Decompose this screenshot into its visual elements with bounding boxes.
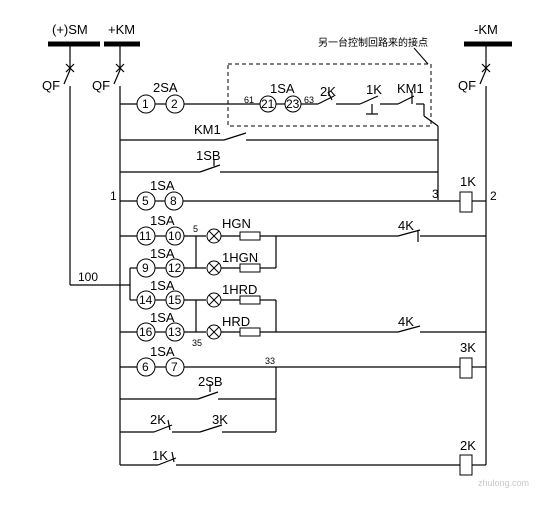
contact-1sb	[199, 164, 221, 173]
row-11-2k-3k: 2K 3K	[120, 412, 276, 433]
terminal-23-label: 23	[286, 97, 300, 111]
terminal-21-label: 21	[261, 97, 275, 111]
contact-4k-upper	[397, 229, 421, 237]
row-9-3k: 6 7 1SA 33 3K	[120, 340, 486, 432]
row-2-km1: KM1	[120, 115, 439, 200]
resistor-1hrd	[239, 295, 261, 305]
row-8-hrd: 16 13 1SA 35 HRD 4K	[120, 310, 486, 348]
switch-1sa-r5-label: 1SA	[150, 213, 175, 228]
breaker-qf-left1: QF	[42, 44, 75, 285]
node-63-label: 63	[304, 95, 314, 105]
breaker-qf-left2: QF	[92, 44, 125, 465]
contact-2sb	[197, 391, 219, 400]
coil-2k	[459, 454, 473, 476]
terminal-5-label: 5	[142, 194, 149, 208]
terminal-11-label: 11	[139, 229, 152, 243]
switch-1sa-inner-label: 1SA	[270, 81, 295, 96]
node-61-label: 61	[244, 95, 254, 105]
contact-3k	[199, 424, 223, 433]
node-35-label: 35	[192, 338, 202, 348]
contact-2k-inner-label: 2K	[320, 84, 336, 99]
resistor-1hgn	[239, 263, 261, 273]
row-5-hgn: 11 10 1SA 5 HGN 4K	[120, 213, 486, 246]
terminal-15-label: 15	[168, 293, 182, 307]
terminal-7-label: 7	[171, 360, 178, 374]
coil-2k-label: 2K	[460, 438, 476, 453]
node-1-label: 1	[110, 189, 117, 203]
switch-2sa-label: 2SA	[153, 80, 178, 95]
terminal-6-label: 6	[142, 360, 149, 374]
node-5-label: 5	[193, 224, 198, 234]
resistor-hrd	[239, 327, 261, 337]
contact-2k-label: 2K	[150, 412, 166, 427]
coil-3k	[459, 357, 473, 379]
switch-1sa-r6-label: 1SA	[150, 246, 175, 261]
bus-label-neg-km: -KM	[474, 22, 498, 37]
contact-1k-inner-label: 1K	[366, 82, 382, 97]
coil-1k	[459, 191, 473, 213]
switch-1sa-r8-label: 1SA	[150, 310, 175, 325]
lamp-1hgn-label: 1HGN	[222, 250, 258, 265]
contact-km1-inner	[397, 95, 415, 105]
switch-1sa-r9-label: 1SA	[150, 344, 175, 359]
resistor-hgn	[239, 231, 261, 241]
contact-4k-upper-label: 4K	[398, 218, 414, 233]
node-3-label: 3	[432, 187, 439, 201]
terminal-14-label: 14	[139, 293, 153, 307]
contact-1k-label: 1K	[152, 448, 168, 463]
row-6-1hgn: 9 12 1SA 1HGN 100	[70, 236, 277, 300]
coil-1k-label: 1K	[460, 174, 476, 189]
node-33-label: 33	[265, 356, 275, 366]
row-3-1sb: 1SB	[120, 148, 438, 173]
bus-label-pos-sm: (+)SM	[52, 22, 88, 37]
terminal-13-label: 13	[168, 325, 182, 339]
coil-3k-label: 3K	[460, 340, 476, 355]
node-2-label: 2	[490, 189, 497, 203]
terminal-10-label: 10	[168, 229, 182, 243]
node-100-label: 100	[78, 270, 98, 284]
row-1-2sa: 1 2 2SA	[120, 80, 262, 114]
bus-label-pos-km: +KM	[108, 22, 135, 37]
contact-1k-inner	[359, 95, 379, 105]
terminal-2-label: 2	[171, 97, 178, 111]
contact-2sb-label: 2SB	[198, 374, 223, 389]
terminal-12-label: 12	[168, 261, 182, 275]
breaker-label-left2: QF	[92, 78, 110, 93]
row-7-1hrd: 14 15 1SA 1HRD	[130, 278, 277, 332]
switch-1sa-r4-label: 1SA	[150, 178, 175, 193]
breaker-qf-right: QF	[458, 44, 491, 465]
contact-3k-label: 3K	[212, 412, 228, 427]
lamp-hrd-label: HRD	[222, 314, 250, 329]
row-1-inner: 61 21 23 1SA 63 2K 1K KM1	[244, 81, 425, 116]
contact-4k-lower	[397, 325, 421, 333]
remote-contacts-box	[227, 63, 432, 127]
lamp-1hrd-label: 1HRD	[222, 282, 257, 297]
breaker-label-right: QF	[458, 78, 476, 93]
contact-km1-label: KM1	[194, 122, 221, 137]
terminal-1-label: 1	[142, 97, 149, 111]
contact-4k-lower-label: 4K	[398, 314, 414, 329]
row-4-1sa-5-8: 1 5 8 1SA 3 1K 2	[110, 174, 497, 213]
terminal-8-label: 8	[170, 194, 177, 208]
watermark-text: zhulong.com	[478, 478, 529, 488]
row-12-2k-coil: 1K 2K	[120, 438, 486, 476]
row-10-2sb: 2SB	[120, 374, 276, 400]
lamp-hgn-label: HGN	[222, 216, 251, 231]
terminal-16-label: 16	[139, 325, 153, 339]
contact-1sb-label: 1SB	[196, 148, 221, 163]
contact-km1	[223, 132, 247, 141]
contact-km1-inner-label: KM1	[397, 81, 424, 96]
switch-1sa-r7-label: 1SA	[150, 278, 175, 293]
note-leader-line	[413, 47, 429, 65]
remote-contacts-note: 另一台控制回路来的接点	[318, 36, 428, 49]
terminal-9-label: 9	[142, 261, 149, 275]
breaker-label-left1: QF	[42, 78, 60, 93]
